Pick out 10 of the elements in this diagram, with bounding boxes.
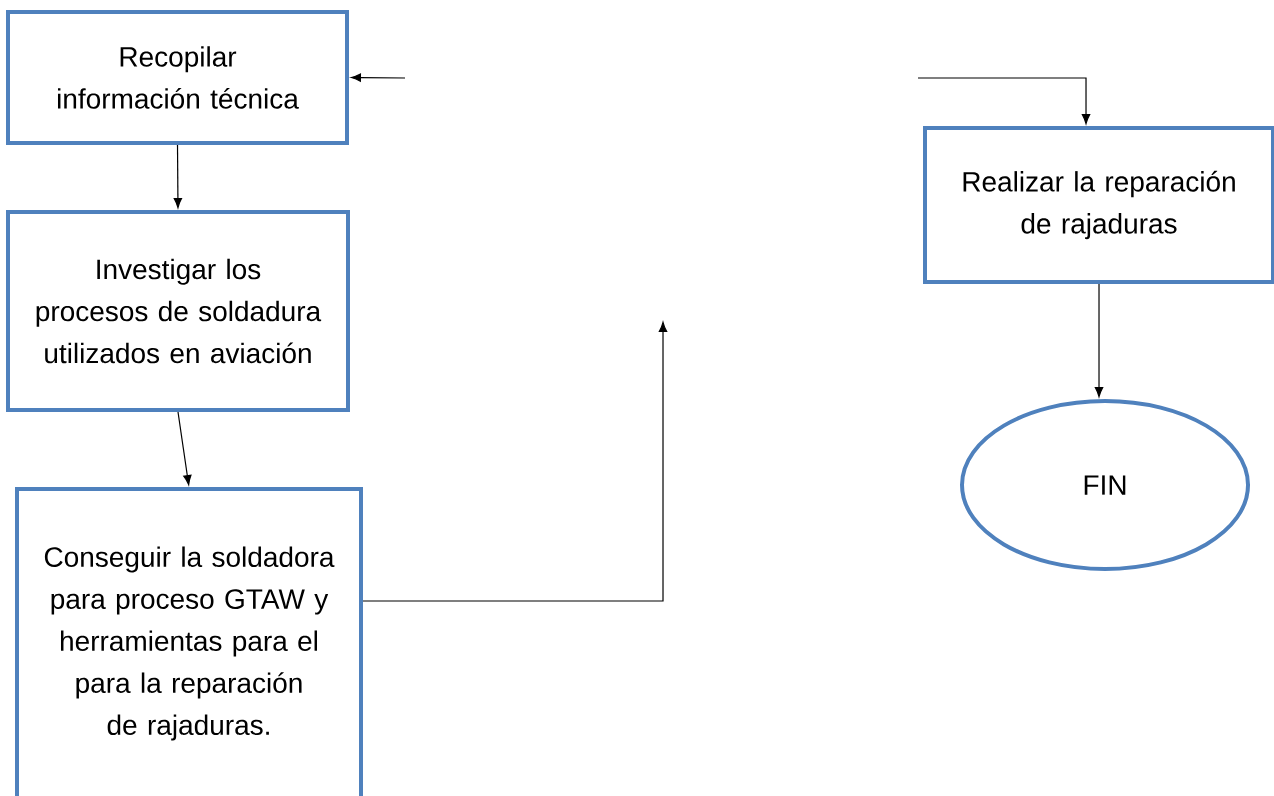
arrow — [917, 77, 1091, 125]
process-box: Investigar los procesos de soldadura utilizados en aviación — [6, 210, 350, 412]
arrow — [350, 73, 406, 82]
arrow — [177, 411, 192, 486]
arrow — [1094, 283, 1104, 398]
process-box: Conseguir la soldadora para proceso GTAW y herramientas para el para la reparación de rajaduras. — [15, 487, 363, 796]
arrow — [173, 144, 183, 209]
process-box: Recopilar información técnica — [6, 10, 349, 145]
arrow — [362, 321, 668, 602]
process-box: Realizar la reparación de rajaduras — [923, 126, 1274, 284]
